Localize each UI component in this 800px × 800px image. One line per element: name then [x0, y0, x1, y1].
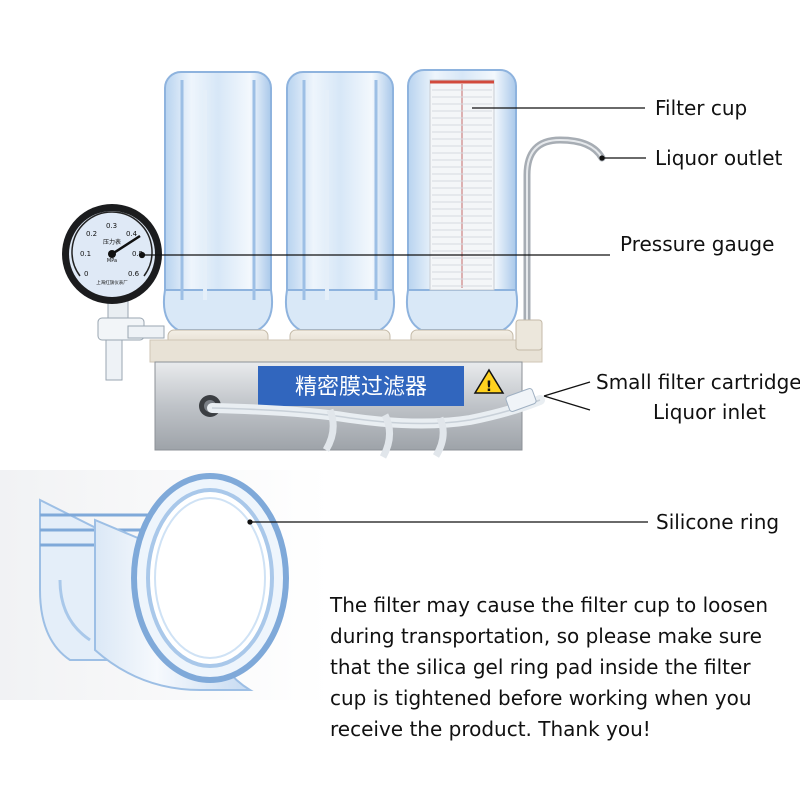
- notice-line: receive the product. Thank you!: [330, 717, 651, 741]
- gauge-tick-4: 0.4: [126, 230, 138, 238]
- notice-line: The filter may cause the filter cup to l…: [330, 593, 769, 617]
- filter-cup-right: [405, 69, 519, 331]
- gauge-tick-5: 0.5: [132, 250, 143, 258]
- notice-line: during transportation, so please make su…: [330, 624, 762, 648]
- svg-text:!: !: [486, 379, 492, 395]
- notice-text: The filter may cause the filter cup to l…: [330, 590, 780, 745]
- label-small-filter-cartridge: Small filter cartridge: [596, 370, 800, 394]
- filter-cup-middle: [284, 71, 396, 331]
- filter-cup-detail: [39, 473, 289, 691]
- label-pressure-gauge: Pressure gauge: [620, 232, 775, 256]
- label-filter-cup: Filter cup: [655, 96, 748, 120]
- label-liquor-inlet: Liquor inlet: [653, 400, 766, 424]
- gauge-maker: 上海红旗仪表厂: [96, 279, 128, 286]
- pressure-gauge: [62, 204, 165, 381]
- gauge-unit: MPa: [107, 258, 117, 264]
- label-silicone-ring: Silicone ring: [656, 510, 780, 534]
- filter-cartridge-small: [505, 388, 537, 412]
- gauge-tick-3: 0.3: [106, 222, 117, 230]
- steel-housing: !: [154, 361, 523, 451]
- gauge-tick-0: 0: [84, 270, 88, 278]
- label-liquor-outlet: Liquor outlet: [655, 146, 783, 170]
- gauge-tick-2: 0.2: [86, 230, 97, 238]
- notice-line: that the silica gel ring pad inside the …: [330, 655, 751, 679]
- housing-title: 精密膜过滤器: [295, 375, 427, 400]
- gauge-tick-1: 0.1: [80, 250, 91, 258]
- notice-line: cup is tightened before working when you: [330, 686, 752, 710]
- filter-cup-left: [162, 71, 274, 331]
- gauge-tick-6: 0.6: [128, 270, 140, 278]
- gauge-title: 压力表: [103, 238, 121, 246]
- leader-lines: [138, 107, 648, 525]
